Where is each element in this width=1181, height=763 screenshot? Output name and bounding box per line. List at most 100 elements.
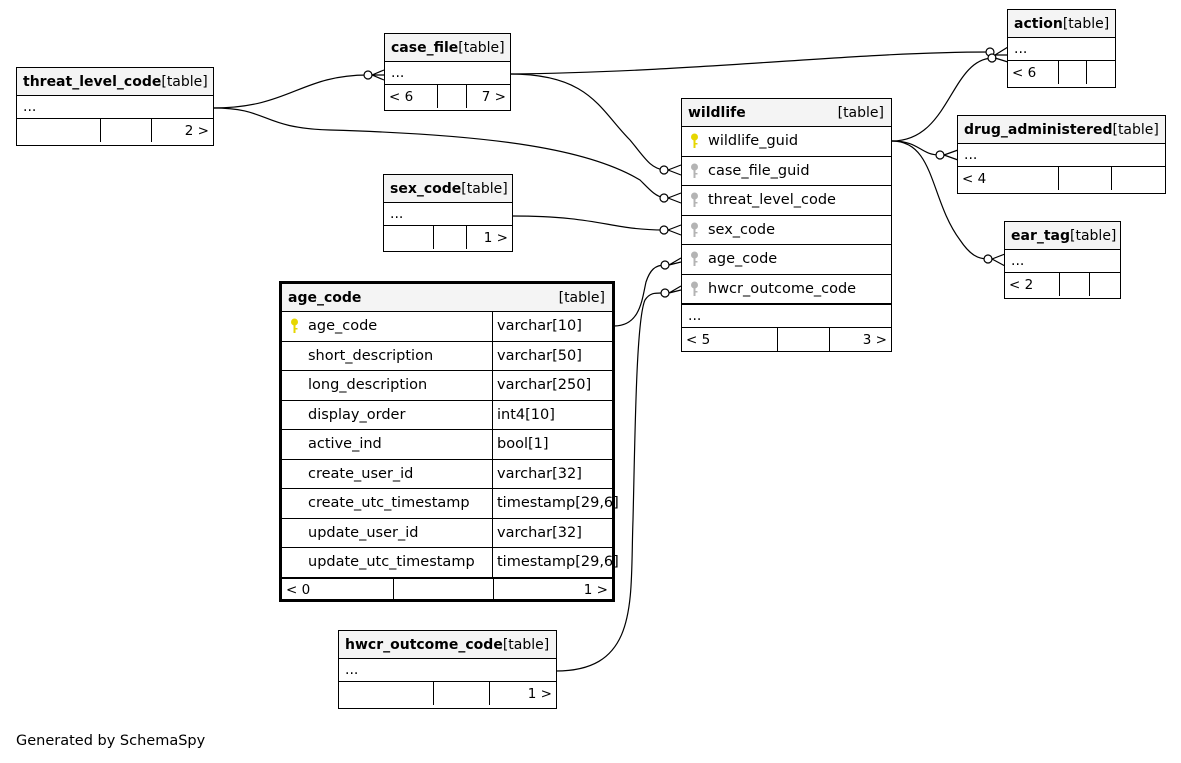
footer-parents (384, 226, 434, 249)
table-case-file[interactable]: case_file [table] ... < 6 7 > (384, 33, 511, 111)
column-name-text: short_description (308, 347, 434, 364)
column-row[interactable]: active_ind bool[1] (282, 430, 612, 460)
fk-key-icon (690, 163, 699, 179)
column-name: age_code (282, 312, 492, 341)
column-row[interactable]: short_description varchar[50] (282, 341, 612, 371)
column-name-text: sex_code (708, 221, 776, 238)
edge-case-file-wildlife (509, 73, 665, 171)
footer-children: 1 > (583, 582, 608, 598)
table-header: threat_level_code [table] (17, 68, 213, 96)
column-name: active_ind (282, 430, 492, 459)
column-type: varchar[10] (492, 312, 612, 341)
table-footer: < 5 3 > (682, 327, 891, 351)
table-ellipsis: ... (682, 304, 891, 327)
footer-children (1090, 273, 1120, 296)
column-row[interactable]: case_file_guid (682, 157, 891, 186)
column-type: bool[1] (492, 430, 612, 459)
table-footer: < 6 (1008, 60, 1115, 84)
column-row[interactable]: sex_code (682, 216, 891, 245)
table-header: hwcr_outcome_code [table] (339, 631, 556, 659)
table-header: sex_code [table] (384, 175, 512, 203)
table-name: drug_administered (964, 121, 1113, 138)
crowfoot-drug-administered (943, 149, 959, 161)
table-kind: [table] (161, 73, 208, 90)
table-footer: < 2 (1005, 272, 1120, 296)
footer-parents: < 4 (958, 167, 1059, 190)
table-kind: [table] (1070, 227, 1117, 244)
column-name-text: create_utc_timestamp (308, 495, 470, 512)
column-name: long_description (282, 371, 492, 400)
column-name: wildlife_guid (682, 127, 891, 156)
column-name: create_user_id (282, 460, 492, 489)
table-name: sex_code (390, 180, 462, 197)
column-row[interactable]: display_order int4[10] (282, 400, 612, 430)
column-row[interactable]: hwcr_outcome_code (682, 275, 891, 304)
column-name-text: threat_level_code (708, 192, 836, 209)
fk-key-icon (690, 222, 699, 238)
pk-key-icon (690, 133, 699, 149)
table-drug-administered[interactable]: drug_administered [table] ... < 4 (957, 115, 1166, 194)
column-row[interactable]: wildlife_guid (682, 127, 891, 157)
edge-wildlife-drug-administered (891, 140, 941, 156)
footer-middle (438, 85, 467, 108)
column-row[interactable]: threat_level_code (682, 186, 891, 216)
column-name-text: age_code (308, 318, 378, 335)
table-header: ear_tag [table] (1005, 222, 1120, 250)
table-footer: < 0 1 > (282, 577, 612, 602)
crowfoot-ear-tag (991, 253, 1006, 267)
table-kind: [table] (1062, 15, 1110, 32)
table-kind: [table] (502, 636, 550, 653)
column-name: display_order (282, 401, 492, 430)
footer-middle (434, 682, 490, 705)
table-age-code[interactable]: age_code [table] age_code varchar[10]shor… (279, 281, 619, 602)
table-footer: < 4 (958, 166, 1165, 190)
column-name-text: create_user_id (308, 465, 414, 482)
footer-parents: < 6 (385, 85, 438, 108)
edge-end-wildlife-case-file-guid (659, 165, 669, 175)
table-kind: [table] (1112, 121, 1159, 138)
table-footer: < 6 7 > (385, 84, 510, 108)
table-footer: 2 > (17, 118, 213, 142)
crowfoot-wildlife-1 (667, 164, 682, 176)
footer-parents (17, 119, 101, 142)
footer-children: 2 > (184, 122, 209, 139)
column-name-text: wildlife_guid (708, 133, 799, 150)
edge-end-wildlife-hwcr-outcome-code (660, 288, 670, 298)
footer-middle (101, 119, 152, 142)
footer-parents: < 0 (282, 578, 394, 602)
footer-middle (394, 578, 494, 602)
table-ellipsis: ... (23, 99, 37, 115)
column-name-text: active_ind (308, 436, 382, 453)
table-action[interactable]: action [table] ... < 6 (1007, 9, 1116, 88)
column-type: varchar[50] (492, 341, 612, 370)
column-type: varchar[32] (492, 459, 612, 488)
edge-end-action-2 (987, 53, 997, 63)
table-threat-level-code[interactable]: threat_level_code [table] ... 2 > (16, 67, 214, 146)
column-row[interactable]: age_code (682, 245, 891, 275)
column-type: int4[10] (492, 400, 612, 429)
footer-children (1112, 167, 1165, 190)
table-footer: 1 > (384, 225, 512, 249)
crowfoot-wildlife-2 (667, 192, 682, 204)
table-ellipsis: ... (345, 662, 359, 678)
footer-middle (1059, 61, 1087, 84)
column-row[interactable]: create_user_id varchar[32] (282, 459, 612, 489)
table-name: threat_level_code (23, 73, 162, 90)
table-ellipsis: ... (1014, 41, 1028, 57)
table-hwcr-outcome-code[interactable]: hwcr_outcome_code [table] ... 1 > (338, 630, 557, 709)
table-sex-code[interactable]: sex_code [table] ... 1 > (383, 174, 513, 252)
table-kind: [table] (458, 39, 505, 56)
table-ear-tag[interactable]: ear_tag [table] ... < 2 (1004, 221, 1121, 299)
table-columns: wildlife_guid case_file_guid threat_level_… (682, 127, 891, 304)
column-row[interactable]: age_code varchar[10] (282, 312, 612, 342)
crowfoot-action (994, 46, 1009, 63)
table-kind: [table] (558, 289, 605, 306)
column-name-text: display_order (308, 406, 406, 423)
